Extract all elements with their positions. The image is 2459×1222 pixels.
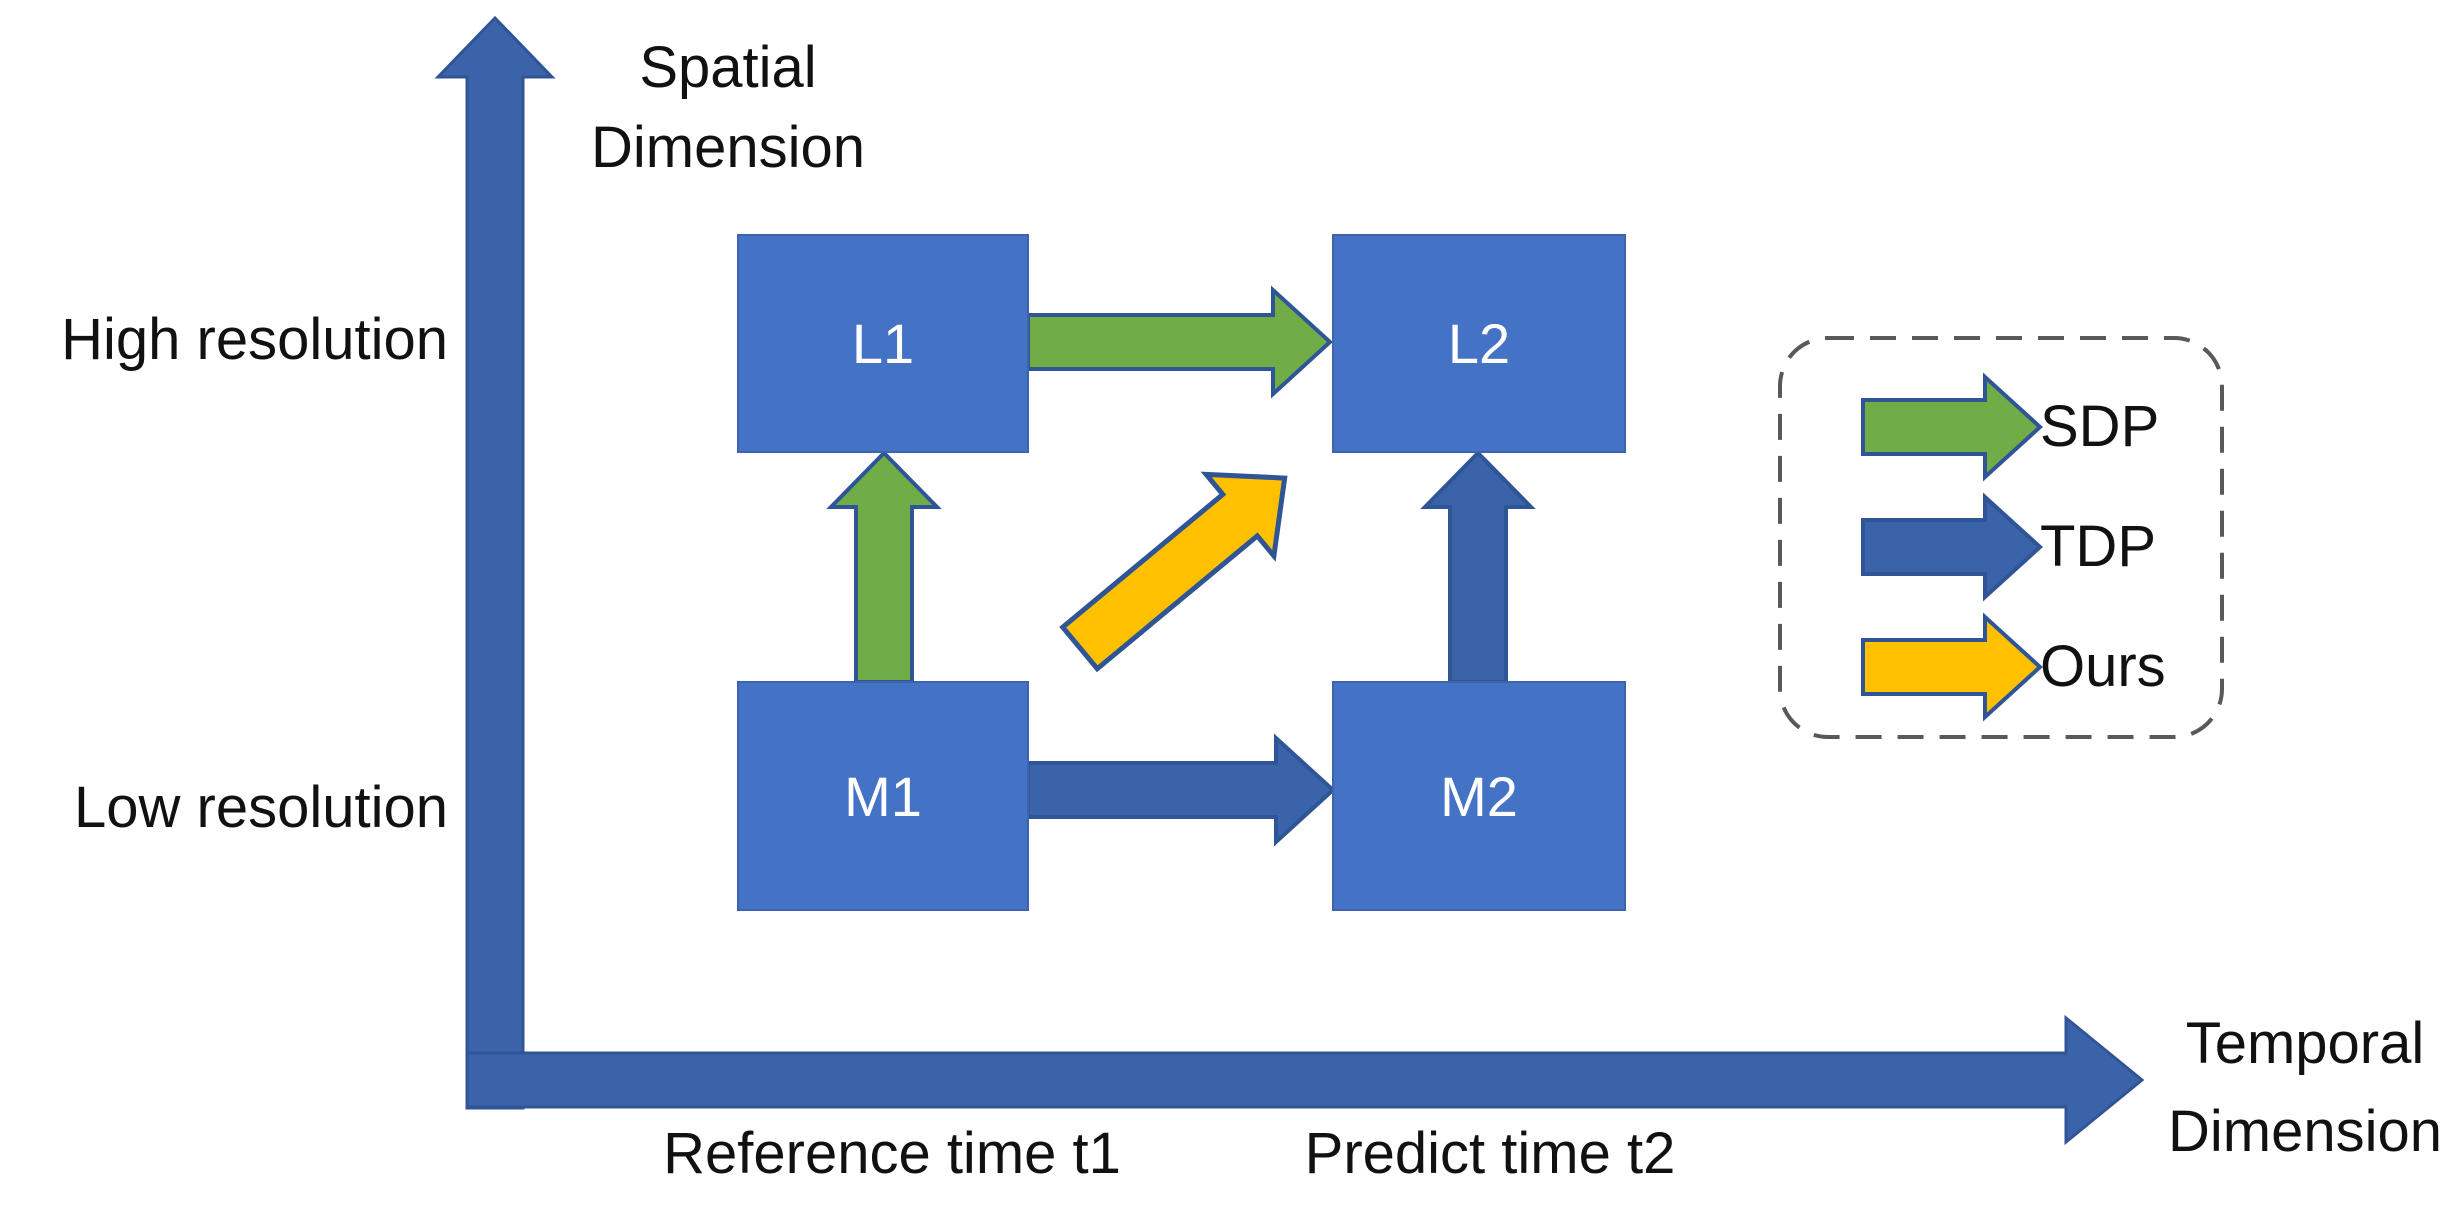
node-box-m2 <box>1332 681 1626 911</box>
ours-arrow-m1-l2 <box>1059 471 1288 673</box>
sdp-arrow-m1-l1 <box>826 450 942 684</box>
legend-ours-arrow-icon <box>1861 612 2043 722</box>
legend-box <box>1778 336 2224 739</box>
x-axis-title: Temporal Dimension <box>2155 1000 2455 1176</box>
tdp-arrow-m1-m2 <box>1026 733 1336 847</box>
y-axis-title-line2: Dimension <box>591 115 865 180</box>
x-axis-arrow <box>465 1014 2145 1146</box>
tdp-arrow-m2-l2 <box>1420 450 1536 684</box>
x-tick-reference-time: Reference time t1 <box>663 1121 1121 1186</box>
y-axis-arrow <box>434 15 556 1110</box>
legend-label-tdp: TDP <box>2040 514 2156 579</box>
node-label-m1: M1 <box>844 764 922 828</box>
legend-sdp-arrow-icon <box>1861 372 2043 482</box>
legend-tdp-arrow-icon <box>1861 492 2043 602</box>
sdp-arrow-l1-l2 <box>1026 285 1333 399</box>
x-axis-title-line1: Temporal <box>2185 1011 2425 1076</box>
x-axis-title-line2: Dimension <box>2168 1099 2442 1164</box>
legend-label-sdp: SDP <box>2040 394 2160 459</box>
node-label-l1: L1 <box>851 312 915 375</box>
node-label-l2: L2 <box>1447 312 1511 375</box>
y-axis-title-line1: Spatial <box>639 35 817 100</box>
y-tick-low-resolution: Low resolution <box>74 775 448 840</box>
x-tick-predict-time: Predict time t2 <box>1304 1121 1676 1186</box>
y-axis-title: Spatial Dimension <box>503 28 953 188</box>
y-tick-high-resolution: High resolution <box>61 307 448 372</box>
node-box-m1 <box>737 681 1029 911</box>
node-box-l2 <box>1332 234 1626 453</box>
node-box-l1 <box>737 234 1029 453</box>
legend-label-ours: Ours <box>2040 634 2166 699</box>
node-label-m2: M2 <box>1440 764 1518 828</box>
